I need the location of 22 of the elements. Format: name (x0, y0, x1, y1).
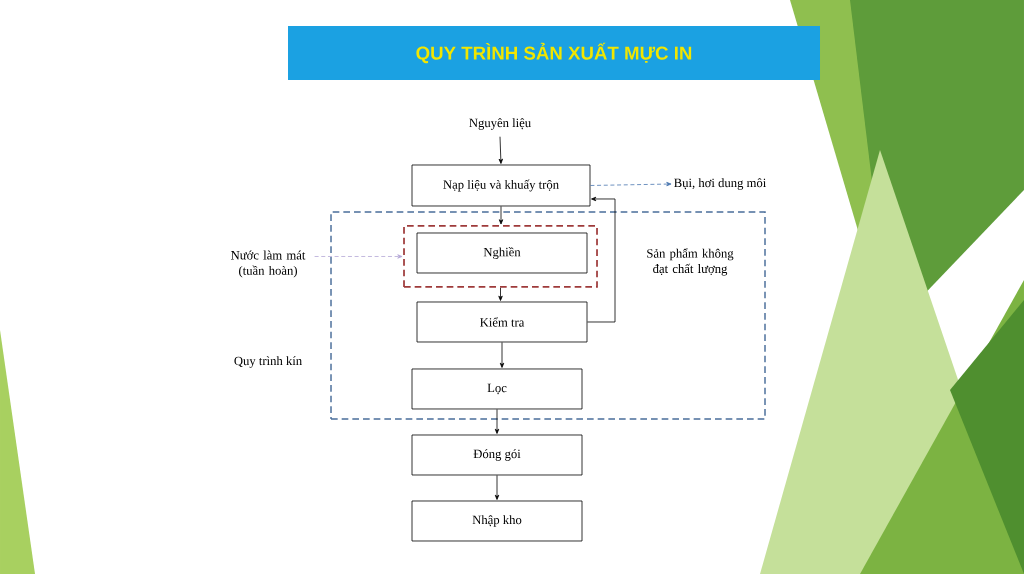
arrow (314, 254, 403, 259)
process-box: Kiểm tra (416, 301, 588, 343)
process-box: Đóng gói (411, 434, 583, 476)
arrow (499, 342, 505, 368)
arrow (587, 196, 616, 323)
process-box: Lọc (411, 368, 583, 410)
input-label: Nước làm mát (tuần hoàn) (231, 250, 306, 278)
arrow (590, 181, 672, 187)
arrow (494, 409, 500, 434)
edge-label: Sản phẩm không đạt chất lượng (647, 248, 734, 276)
arrow (498, 136, 503, 164)
process-box: Nhập kho (411, 500, 583, 542)
node-label: Quy trình kín (234, 356, 302, 368)
grinding-enclosure (403, 225, 598, 288)
title-banner: QUY TRÌNH SẢN XUẤT MỰC IN (288, 26, 820, 80)
input-label: Nguyên liệu (469, 118, 531, 130)
output-label: Bụi, hơi dung môi (674, 178, 767, 190)
process-box: Nạp liệu và khuấy trộn (411, 164, 591, 207)
arrow (494, 475, 500, 500)
process-box: Nghiền (416, 232, 588, 274)
arrow (498, 287, 503, 301)
arrow (498, 206, 504, 225)
